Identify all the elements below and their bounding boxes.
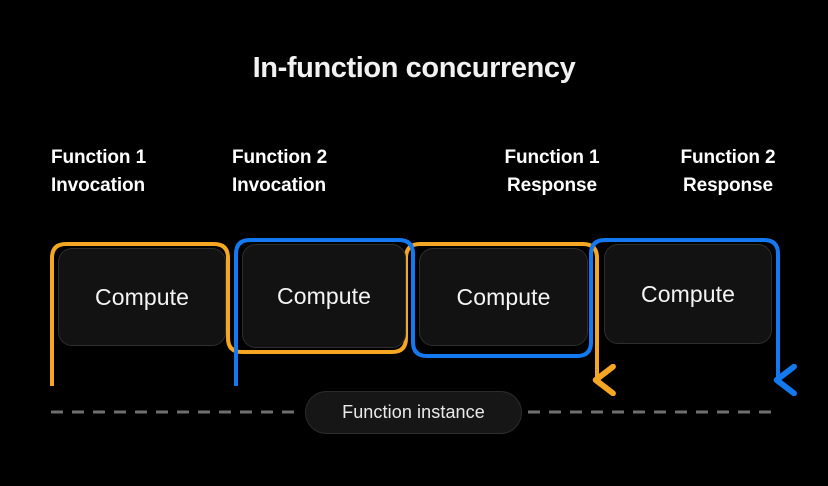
compute-box-label: Compute bbox=[640, 281, 736, 307]
label-line-1: Function 2 bbox=[232, 147, 328, 168]
label-function-1-invocation: Function 1 Invocation bbox=[51, 144, 146, 200]
compute-box-1: Compute bbox=[58, 248, 226, 346]
label-function-1-response: Function 1 Response bbox=[452, 144, 652, 200]
compute-box-label: Compute bbox=[456, 284, 551, 310]
label-line-1: Function 1 bbox=[504, 147, 600, 168]
compute-box-label: Compute bbox=[94, 284, 190, 310]
label-line-1: Function 2 bbox=[680, 147, 776, 168]
compute-box-3: Compute bbox=[419, 248, 588, 346]
label-line-1: Function 1 bbox=[51, 147, 147, 168]
compute-box-4: Compute bbox=[604, 244, 772, 344]
function-instance-pill: Function instance bbox=[305, 391, 522, 434]
label-line-2: Response bbox=[506, 175, 597, 196]
label-line-2: Invocation bbox=[232, 175, 327, 196]
label-line-2: Invocation bbox=[51, 175, 146, 196]
label-function-2-response: Function 2 Response bbox=[628, 144, 828, 200]
function-instance-label: Function instance bbox=[342, 402, 485, 422]
compute-box-label: Compute bbox=[276, 283, 372, 309]
label-line-2: Response bbox=[682, 175, 773, 196]
label-function-2-invocation: Function 2 Invocation bbox=[232, 144, 327, 200]
page-title: In-function concurrency bbox=[252, 52, 576, 84]
compute-box-2: Compute bbox=[242, 244, 406, 348]
